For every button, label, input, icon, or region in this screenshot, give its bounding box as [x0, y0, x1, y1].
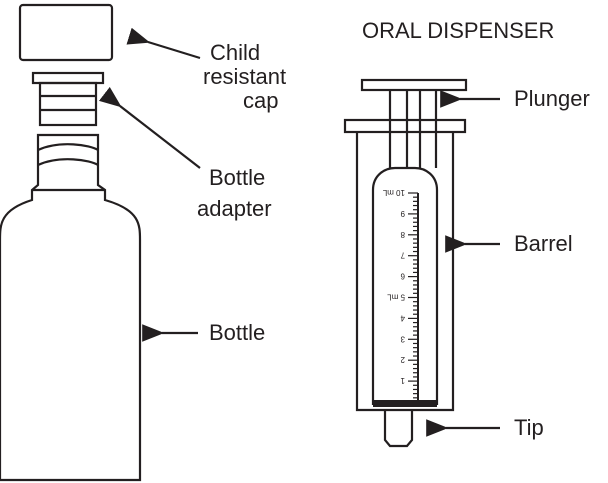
syringe-scale: 1 2 3 4 5 mL 6 7 8 9 10 mL [382, 188, 419, 402]
cap-label-line2: resistant [203, 64, 286, 89]
scale-label: 7 [400, 251, 405, 260]
adapter-arrow [98, 86, 201, 169]
plunger [360, 78, 468, 168]
scale-label: 1 [400, 376, 405, 385]
adapter-label-line2: adapter [197, 196, 272, 221]
tip [383, 410, 414, 448]
bottle-adapter [31, 71, 105, 127]
tip-label: Tip [514, 415, 544, 440]
cap-arrow [126, 27, 201, 60]
cap-label-line3: cap [243, 88, 278, 113]
scale-label: 4 [400, 313, 405, 322]
child-resistant-cap [18, 3, 114, 62]
barrel-label: Barrel [514, 231, 573, 256]
scale-label: 6 [400, 272, 405, 281]
scale-label: 10 mL [382, 188, 405, 197]
bottle [0, 133, 142, 482]
diagram-title: ORAL DISPENSER [362, 18, 554, 43]
adapter-label-line1: Bottle [209, 165, 265, 190]
plunger-label: Plunger [514, 86, 590, 111]
scale-label: 5 mL [387, 293, 405, 302]
cap-label-line1: Child [210, 40, 260, 65]
scale-label: 9 [400, 209, 405, 218]
scale-label: 3 [400, 334, 405, 343]
bottle-label: Bottle [209, 320, 265, 345]
scale-label: 8 [400, 230, 405, 239]
barrel [343, 118, 467, 412]
scale-label: 2 [400, 355, 405, 364]
